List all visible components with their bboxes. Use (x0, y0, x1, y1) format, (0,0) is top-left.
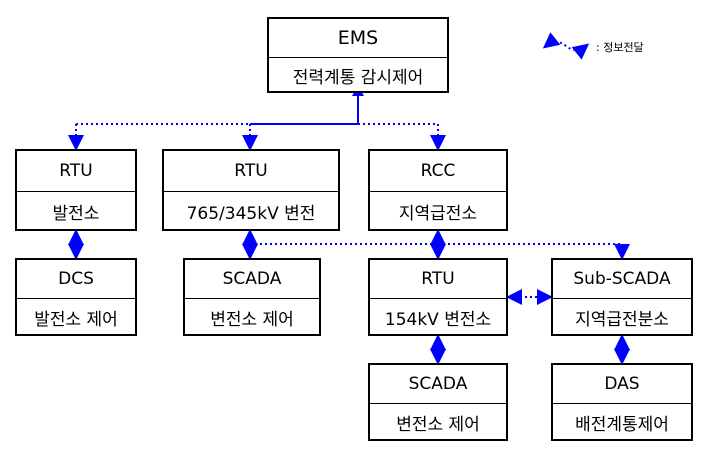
rcc-arrowhead (432, 232, 444, 242)
das-subtitle: 배전계통제어 (575, 414, 669, 435)
ems-title: EMS (269, 19, 447, 58)
das-box: DAS 배전계통제어 (551, 363, 693, 441)
scada-154-box: SCADA 변전소 제어 (368, 363, 508, 441)
rcc-title: RCC (370, 151, 506, 192)
rcc-box: RCC 지역급전소 (368, 149, 508, 231)
rtu-765-title: RTU (164, 151, 338, 192)
rtu-154-subtitle: 154kV 변전소 (384, 309, 492, 330)
sub-scada-title: Sub-SCADA (553, 260, 691, 299)
scada-sub-subtitle: 변전소 제어 (210, 309, 294, 330)
dcs-title: DCS (17, 260, 135, 299)
scada-sub-box: SCADA 변전소 제어 (183, 258, 321, 336)
rtu-gen-box: RTU 발전소 (15, 149, 137, 231)
scada-sub-title: SCADA (185, 260, 319, 299)
legend-arrow-line (542, 32, 590, 60)
legend-label: : 정보전달 (596, 41, 644, 54)
rtu-gen-subtitle: 발전소 (52, 203, 100, 224)
dcs-box: DCS 발전소 제어 (15, 258, 137, 336)
rtu-765-subtitle: 765/345kV 변전 (186, 203, 316, 224)
rtu-765-box: RTU 765/345kV 변전 (162, 149, 340, 231)
rtu-154-title: RTU (370, 260, 506, 299)
scada-154-subtitle: 변전소 제어 (396, 414, 480, 435)
rtu-154-box: RTU 154kV 변전소 (368, 258, 508, 336)
dcs-subtitle: 발전소 제어 (34, 309, 118, 330)
sub-scada-subtitle: 지역급전분소 (575, 309, 669, 330)
ems-subtitle: 전력계통 감시제어 (292, 67, 424, 88)
sub-scada-box: Sub-SCADA 지역급전분소 (551, 258, 693, 336)
das-title: DAS (553, 365, 691, 404)
ems-box: EMS 전력계통 감시제어 (267, 17, 449, 93)
scada-154-title: SCADA (370, 365, 506, 404)
rtu-gen-title: RTU (17, 151, 135, 192)
rcc-subtitle: 지역급전소 (398, 203, 478, 224)
